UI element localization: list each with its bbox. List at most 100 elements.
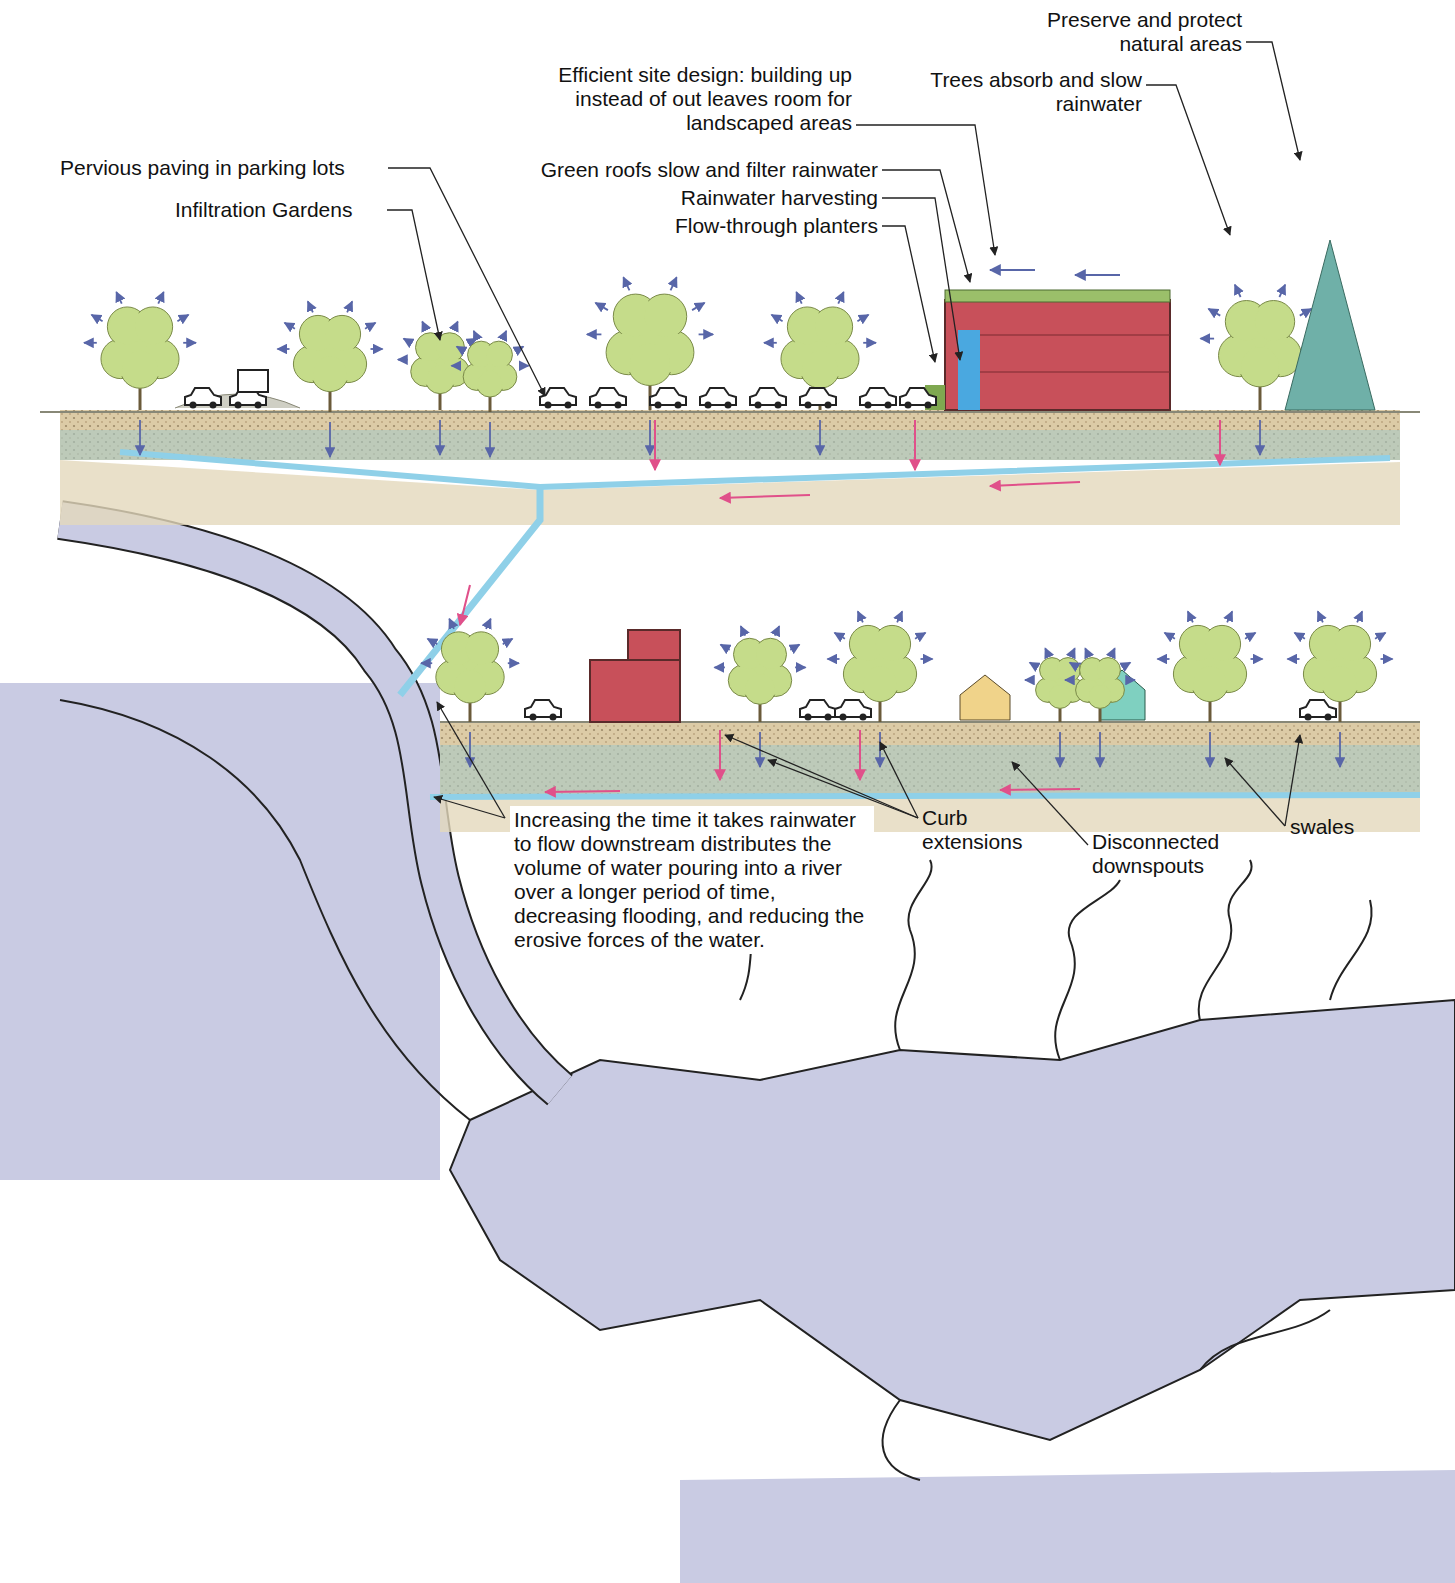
evaporation-arrow	[764, 342, 777, 344]
evaporation-arrow	[1123, 663, 1130, 667]
evaporation-arrow	[1188, 611, 1193, 622]
evaporation-arrow	[503, 331, 507, 339]
leader-line	[434, 797, 505, 818]
evaporation-arrow	[116, 292, 121, 304]
evaporation-arrow	[520, 365, 529, 367]
evaporation-arrow	[452, 365, 461, 367]
evaporation-arrow	[92, 315, 103, 321]
tree-crown	[1324, 667, 1357, 700]
evaporation-arrow	[1070, 663, 1077, 667]
evaporation-arrow	[1025, 679, 1033, 681]
leader-line	[880, 742, 918, 818]
wheel	[565, 402, 572, 409]
flow-arrow	[914, 420, 916, 470]
car	[800, 388, 836, 405]
evaporation-arrow	[721, 645, 730, 650]
evaporation-arrow	[587, 333, 601, 335]
callout-label: Trees absorb and slow rainwater	[930, 68, 1142, 116]
tree-crown	[815, 309, 850, 344]
tree-crown	[1241, 347, 1278, 384]
callout-label: Green roofs slow and filter rainwater	[440, 158, 878, 182]
evaporation-arrow	[623, 277, 629, 290]
callout-label: swales	[1290, 815, 1354, 839]
callout-label: Curb extensions	[922, 806, 1047, 854]
evaporation-arrow	[790, 645, 799, 650]
wheel	[885, 402, 892, 409]
evaporation-arrow	[1235, 285, 1241, 297]
evaporation-arrow	[1227, 611, 1232, 622]
leader-line	[1225, 758, 1285, 826]
tree-crown	[756, 640, 785, 669]
evaporation-arrow	[1279, 285, 1285, 297]
evaporation-arrow	[715, 667, 725, 669]
flow-arrow	[654, 420, 656, 470]
evaporation-arrow	[371, 348, 383, 350]
infiltration-arrow	[1099, 732, 1101, 767]
wheel	[840, 714, 847, 721]
evaporation-arrow	[285, 323, 295, 329]
evaporation-arrow	[1381, 658, 1393, 660]
car	[1300, 700, 1336, 717]
wheel	[550, 714, 557, 721]
evaporation-arrow	[1251, 658, 1263, 660]
tree-crown	[427, 366, 453, 392]
wheel	[1305, 714, 1312, 721]
evaporation-arrow	[796, 292, 801, 304]
leader-line	[882, 226, 935, 362]
evaporation-arrow	[158, 292, 163, 304]
evaporation-arrow	[347, 301, 352, 312]
flow-arrow	[1000, 789, 1080, 790]
wheel	[805, 714, 812, 721]
evaporation-arrow	[1045, 648, 1048, 655]
tree-crown	[122, 351, 157, 386]
evaporation-arrow	[1208, 309, 1220, 316]
tree-crown	[314, 357, 347, 390]
tree-crown	[1057, 659, 1079, 681]
evaporation-arrow	[1318, 611, 1323, 622]
infiltration-arrow	[1339, 732, 1341, 767]
wheel	[615, 402, 622, 409]
tree-crown	[1255, 303, 1292, 340]
tree-crown	[1336, 628, 1369, 661]
evaporation-arrow	[897, 611, 902, 622]
evaporation-arrow	[474, 331, 478, 339]
infiltration-arrow	[1259, 420, 1261, 455]
tree-crown	[876, 628, 909, 661]
infiltration-arrow	[1059, 732, 1061, 767]
tree-crown	[802, 351, 837, 386]
wheel	[755, 402, 762, 409]
evaporation-arrow	[838, 292, 843, 304]
car	[590, 388, 626, 405]
evaporation-arrow	[921, 658, 933, 660]
evaporation-arrow	[1030, 663, 1037, 667]
flow-arrow	[719, 730, 721, 780]
car	[185, 388, 221, 405]
tree-crown	[466, 634, 497, 665]
evaporation-arrow	[772, 315, 783, 321]
evaporation-arrow	[508, 662, 519, 664]
evaporation-arrow	[308, 301, 313, 312]
tree-crown	[478, 371, 502, 395]
evaporation-arrow	[1295, 633, 1305, 639]
truck	[238, 370, 268, 392]
evaporation-arrow	[835, 633, 845, 639]
wheel	[1325, 714, 1332, 721]
infiltration-arrow	[879, 732, 881, 767]
wheel	[595, 402, 602, 409]
evaporation-arrow	[177, 315, 188, 321]
callout-label: Infiltration Gardens	[175, 198, 352, 222]
wheel	[865, 402, 872, 409]
explanatory-note: Increasing the time it takes rainwater t…	[510, 806, 874, 954]
tree-crown	[455, 670, 486, 701]
infiltration-arrow	[329, 422, 331, 457]
leader-line	[1246, 42, 1300, 160]
evaporation-arrow	[692, 303, 704, 310]
evaporation-arrow	[1127, 679, 1135, 681]
evaporation-arrow	[795, 667, 805, 669]
tree-crown	[630, 343, 670, 383]
evaporation-arrow	[398, 359, 408, 361]
wheel	[775, 402, 782, 409]
tree-crown	[645, 297, 685, 337]
tree-crown	[1049, 685, 1071, 707]
